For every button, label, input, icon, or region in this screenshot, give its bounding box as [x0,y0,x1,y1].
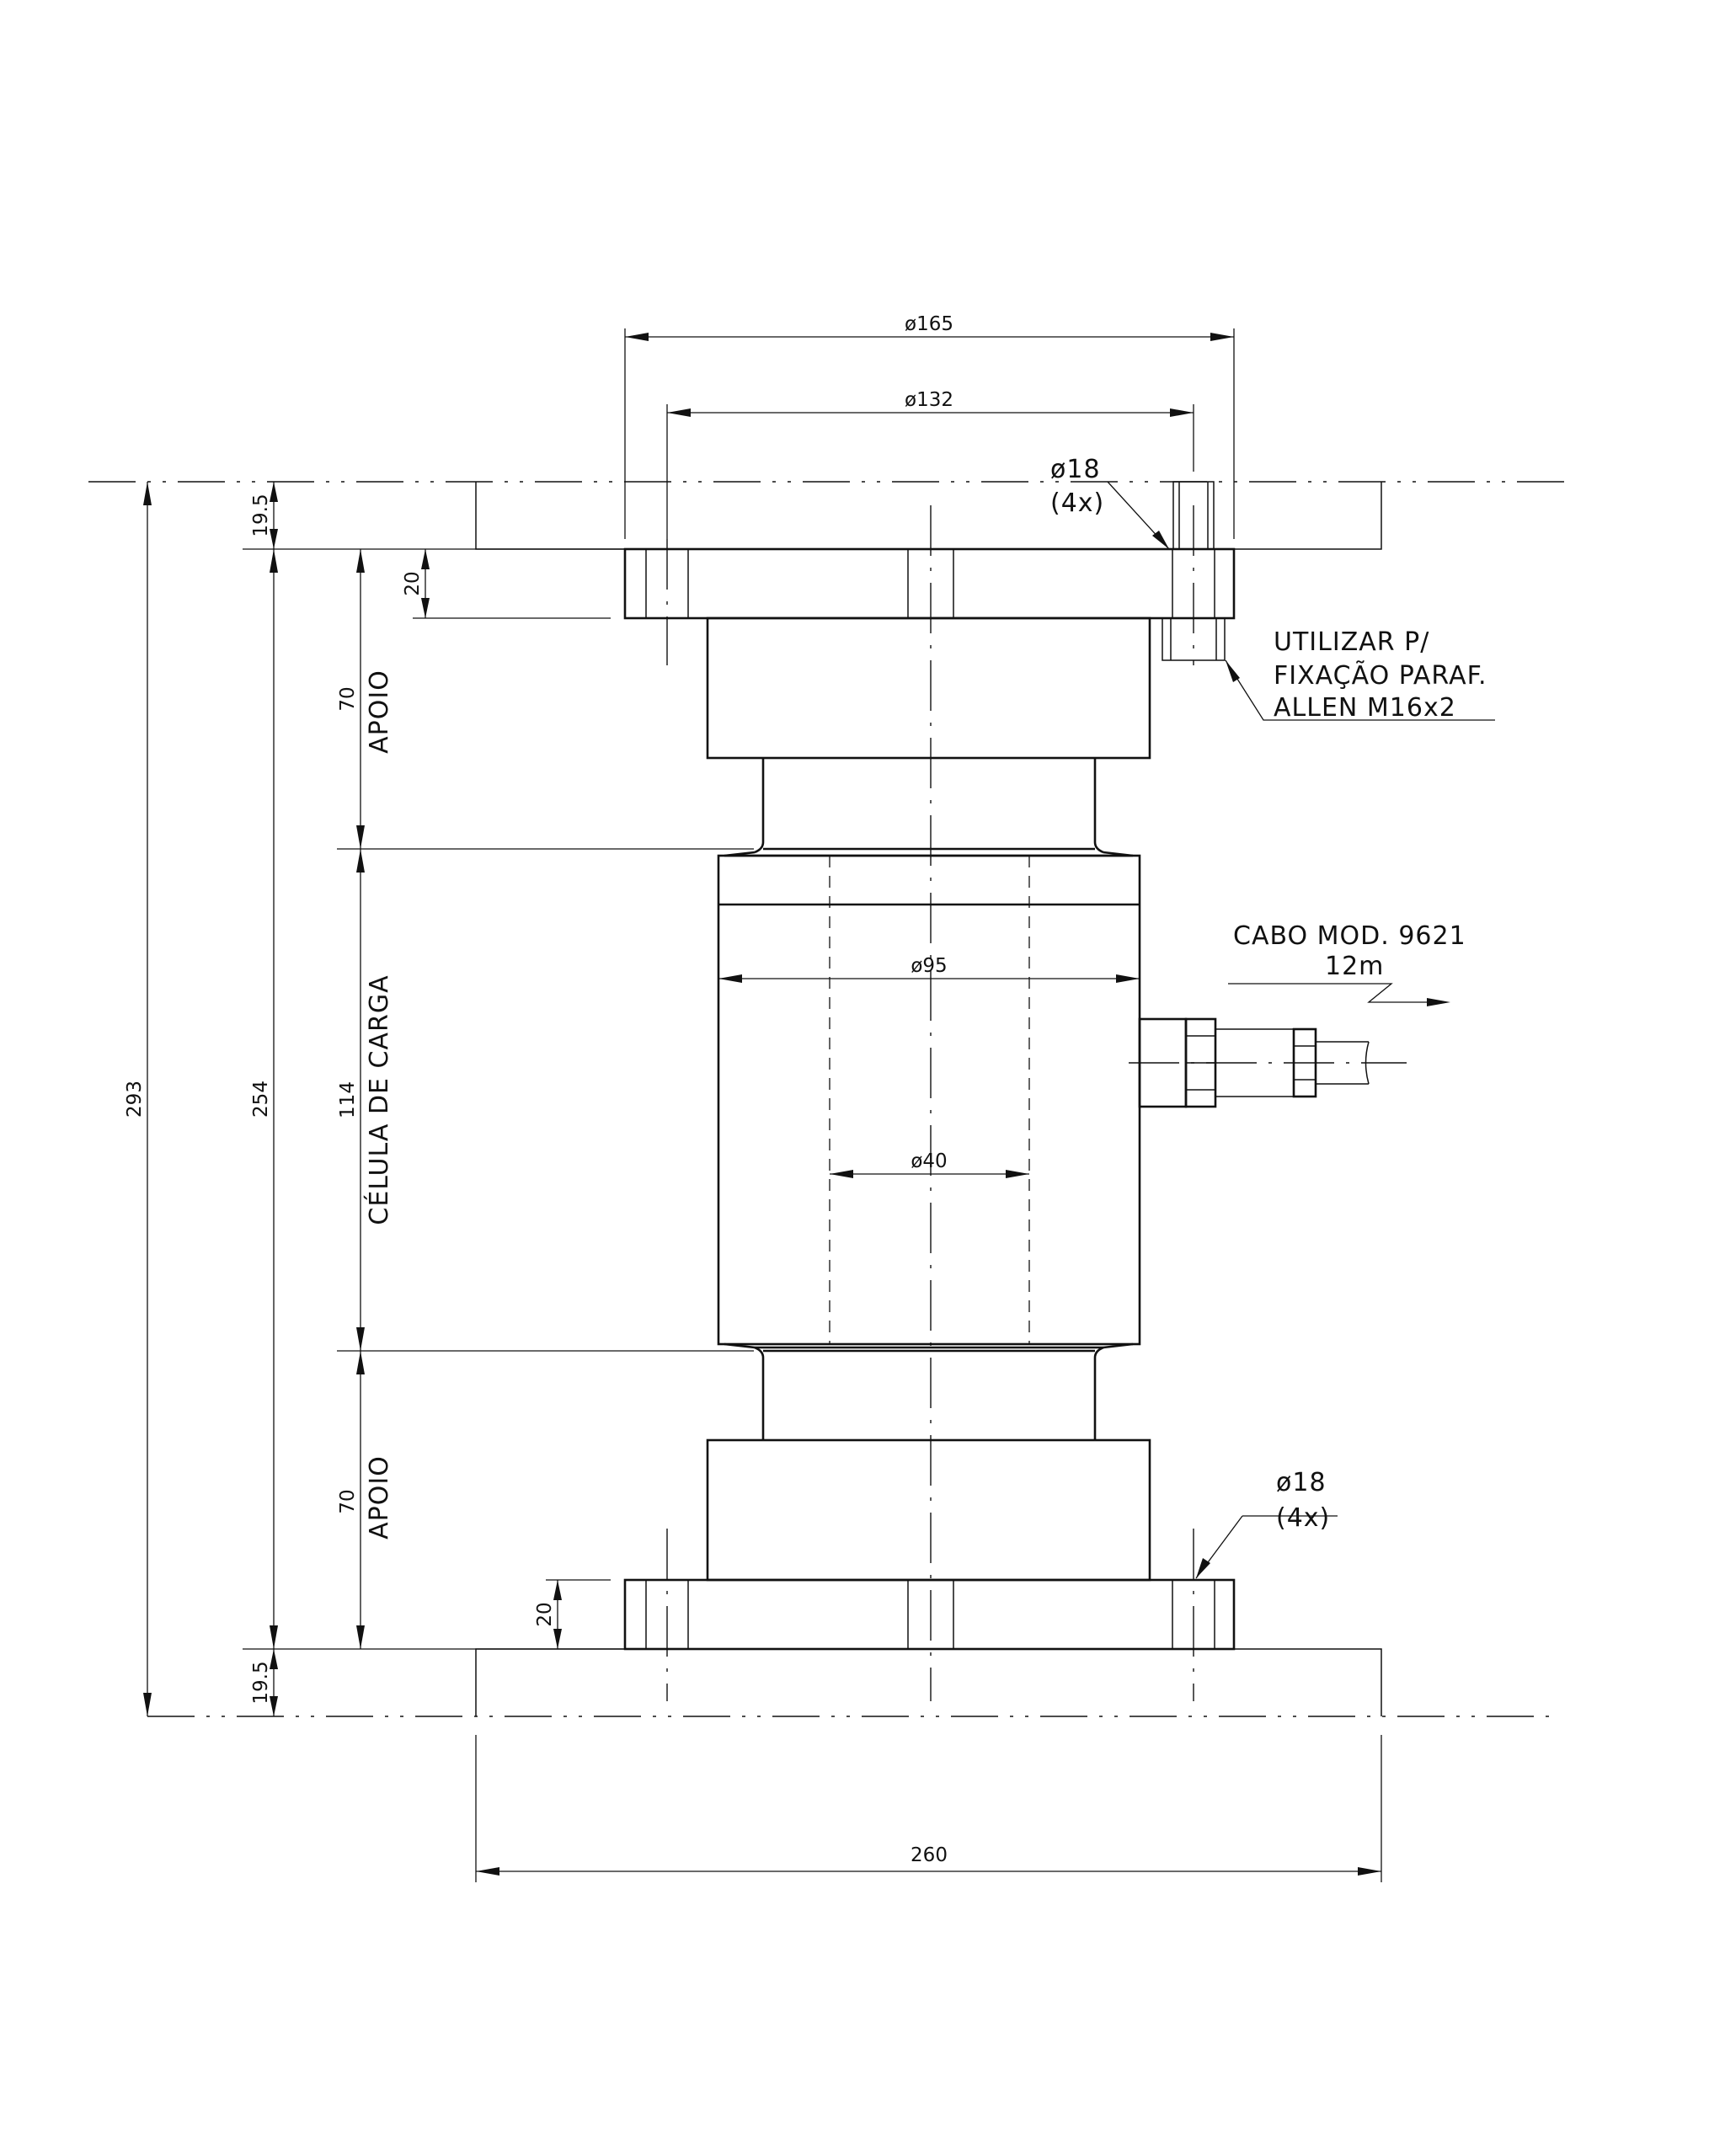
cable-note-leader [1228,983,1450,1006]
lower-support-block [706,1438,1151,1582]
dim-165-label: ø165 [905,313,953,335]
dim-114-label: 114 [337,1081,359,1118]
dim-diameter-95 [718,974,1140,983]
dim-70-bottom-label: 70 [337,1489,359,1513]
dim-293-label: 293 [124,1081,146,1118]
dim-height-254 [243,548,625,1650]
label-upper-support: APOIO [365,670,394,754]
hole-callout-top-leader [1107,481,1170,550]
dim-70-top-label: 70 [337,686,359,711]
dim-20-top-label: 20 [402,571,424,595]
dim-254-label: 254 [250,1081,272,1118]
dim-260-label: 260 [911,1844,948,1866]
cable-note-line1: CABO MOD. 9621 [1233,921,1466,951]
label-load-cell: CÉLULA DE CARGA [364,974,394,1225]
dim-height-293 [143,482,152,1716]
dim-height-19-5-top [270,482,278,549]
lower-neck [754,1346,1104,1440]
fixing-note-line1: UTILIZAR P/ [1274,627,1429,657]
fixing-note-line3: ALLEN M16x2 [1274,693,1456,723]
dim-width-260 [475,1735,1382,1882]
hole-callout-bottom-leader [1195,1515,1338,1579]
fixing-note-leader [1225,659,1495,721]
cable-connector [1129,1017,1407,1108]
hole-callout-bottom-count: (4x) [1276,1503,1330,1533]
cable-note-line2: 12m [1325,952,1384,981]
upper-neck [754,758,1104,854]
dim-95-label: ø95 [911,955,947,977]
hole-callout-top-diameter: ø18 [1050,455,1101,484]
label-lower-support: APOIO [365,1455,394,1540]
top-mounting-surface [88,481,1567,550]
dim-diameter-132 [666,404,1194,539]
dim-height-19-5-bottom [270,1649,278,1716]
dim-19-5-bottom-label: 19.5 [250,1661,272,1704]
bottom-mounting-surface [147,1648,1558,1717]
dim-flange-20-top [413,549,611,619]
dim-flange-20-bottom [546,1579,611,1649]
lower-flange [623,1529,1236,1701]
dim-40-label: ø40 [911,1150,947,1172]
dim-diameter-165 [624,328,1235,539]
dim-19-5-top-label: 19.5 [250,494,272,536]
dim-132-label: ø132 [905,389,953,411]
dim-section-heights [337,549,754,1649]
upper-support-block [706,616,1151,760]
load-cell-body [717,851,1141,1349]
upper-flange [623,505,1236,665]
fixing-bolt [1162,481,1226,661]
fixing-note-line2: FIXAÇÃO PARAF. [1274,660,1487,691]
hole-callout-top-count: (4x) [1050,488,1104,518]
hole-callout-bottom-diameter: ø18 [1276,1468,1327,1497]
dim-diameter-40 [830,1170,1029,1178]
dim-20-bottom-label: 20 [534,1602,556,1626]
